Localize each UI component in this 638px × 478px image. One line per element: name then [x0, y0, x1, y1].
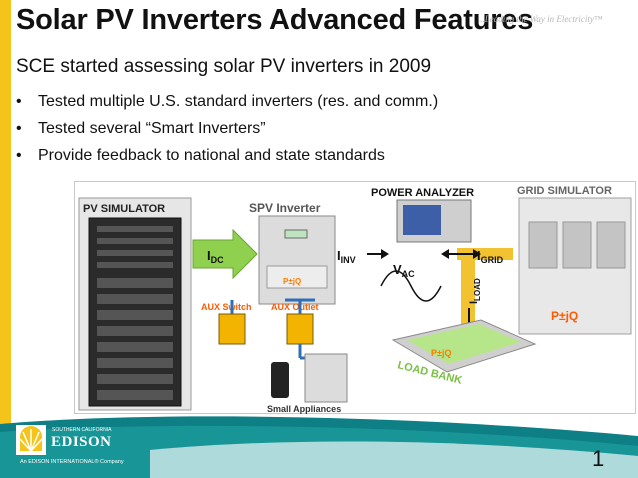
- phone-icon: [271, 362, 289, 398]
- refrigerator-icon: [304, 353, 348, 403]
- test-setup-diagram: PV SIMULATOR IDC SPV Inverter P±jQ IINV …: [74, 181, 636, 414]
- edison-logo: SOUTHERN CALIFORNIA EDISON An EDISON INT…: [16, 425, 146, 469]
- i-grid-arrowhead-right-icon: [473, 249, 481, 259]
- footer-wave-white: [150, 441, 638, 478]
- bullet-item: • Provide feedback to national and state …: [16, 142, 438, 169]
- grid-pjq-label: P±jQ: [551, 309, 578, 323]
- edison-sun-icon: [16, 425, 46, 455]
- svg-text:VAC: VAC: [393, 262, 415, 279]
- bullet-dot-icon: •: [16, 120, 22, 137]
- svg-text:IINV: IINV: [337, 248, 356, 265]
- i-grid-subscript: GRID: [481, 255, 504, 265]
- i-dc-subscript: DC: [211, 255, 224, 265]
- v-ac-subscript: AC: [402, 269, 415, 279]
- i-grid-label: I: [477, 248, 481, 263]
- svg-text:IGRID: IGRID: [477, 248, 504, 265]
- pv-simulator-label: PV SIMULATOR: [83, 203, 165, 215]
- spv-inverter-label: SPV Inverter: [249, 201, 321, 215]
- load-pjq-label: P±jQ: [431, 348, 451, 358]
- vent-icon: [562, 221, 592, 269]
- aux-switch-label: AUX Switch: [201, 302, 252, 312]
- inverter-terminal-icon: [266, 265, 328, 289]
- load-bus-bar: [461, 248, 475, 344]
- svg-text:ILOAD: ILOAD: [468, 278, 482, 304]
- logo-company-label: An EDISON INTERNATIONAL® Company: [20, 459, 124, 465]
- i-grid-arrowhead-left-icon: [441, 249, 449, 259]
- vent-icon: [528, 221, 558, 269]
- small-appliances-label: Small Appliances: [267, 404, 341, 414]
- left-accent-bar: [0, 0, 11, 478]
- slide-title: Solar PV Inverters Advanced Features: [16, 4, 534, 36]
- footer-wave-band: [0, 416, 638, 478]
- logo-edison-label: EDISON: [51, 434, 112, 450]
- i-inv-arrowhead-icon: [381, 249, 389, 259]
- i-inv-subscript: INV: [341, 255, 356, 265]
- aux-outlet-label: AUX Outlet: [271, 302, 319, 312]
- bullet-dot-icon: •: [16, 93, 22, 110]
- bullet-item: • Tested multiple U.S. standard inverters…: [16, 88, 438, 115]
- power-analyzer-label: POWER ANALYZER: [371, 187, 474, 199]
- bullet-list: • Tested multiple U.S. standard inverters…: [16, 88, 438, 169]
- i-dc-label: I: [207, 248, 211, 263]
- page-number: 1: [592, 446, 605, 471]
- i-load-label: I: [468, 301, 480, 304]
- svg-text:IDC: IDC: [207, 248, 224, 265]
- i-inv-label: I: [337, 248, 341, 263]
- v-ac-label: V: [393, 262, 402, 277]
- bullet-item: • Tested several “Smart Inverters”: [16, 115, 438, 142]
- bullet-text: Tested several “Smart Inverters”: [38, 120, 266, 137]
- inverter-display-icon: [284, 229, 308, 239]
- logo-sce-label: SOUTHERN CALIFORNIA: [52, 427, 112, 433]
- aux-switch-icon: [218, 313, 246, 345]
- analyzer-screen-icon: [403, 205, 441, 235]
- sine-wave-icon: [380, 270, 442, 302]
- slide-subtitle: SCE started assessing solar PV inverters…: [16, 56, 432, 77]
- vent-icon: [596, 221, 626, 269]
- aux-outlet-icon: [286, 313, 314, 345]
- rack-slots-icon: [97, 226, 173, 400]
- dc-current-arrow-icon: [192, 228, 258, 280]
- tagline: ...Leading the Way in Electricity™: [478, 14, 603, 24]
- load-bank-resistor-icon: [407, 324, 521, 364]
- diagram-canvas: PV SIMULATOR IDC SPV Inverter P±jQ IINV …: [78, 185, 632, 414]
- bullet-dot-icon: •: [16, 147, 22, 164]
- bullet-text: Provide feedback to national and state s…: [38, 147, 385, 164]
- inverter-pjq-label: P±jQ: [283, 277, 301, 286]
- bullet-text: Tested multiple U.S. standard inverters …: [38, 93, 439, 110]
- grid-simulator-label: GRID SIMULATOR: [517, 185, 612, 197]
- i-load-subscript: LOAD: [473, 278, 482, 301]
